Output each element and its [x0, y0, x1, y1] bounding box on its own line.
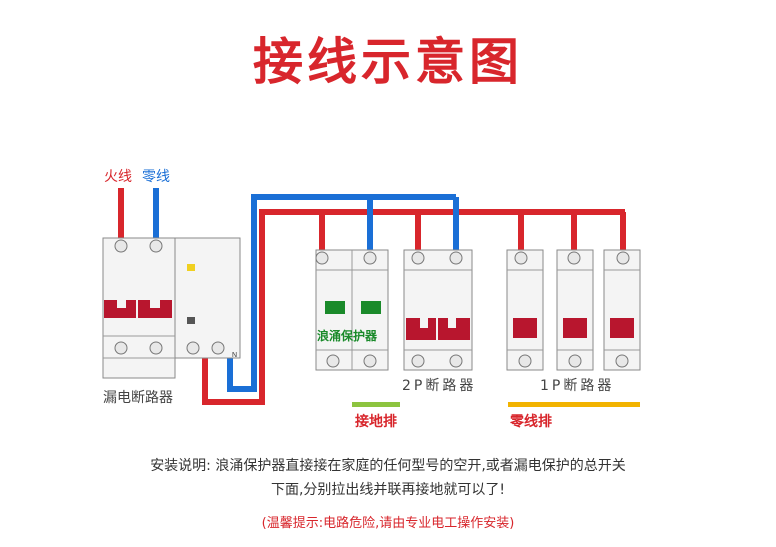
surge-protector — [315, 249, 389, 371]
neutral-wire-label: 零线 — [142, 169, 170, 185]
breaker-handle — [406, 318, 436, 340]
terminal-screw — [616, 251, 630, 265]
breaker-1p-group — [506, 249, 641, 371]
live-wire-label: 火线 — [104, 169, 132, 185]
terminal-screw — [567, 251, 581, 265]
rcd-neutral-output-wire — [227, 194, 456, 392]
terminal-screw — [449, 251, 463, 265]
terminal-screw — [363, 354, 377, 368]
neutral-wires — [153, 188, 459, 392]
rcd-breaker: N — [102, 237, 241, 379]
rcd-indicator — [187, 264, 195, 271]
neutral-bar-label: 零线排 — [509, 413, 552, 430]
terminal-screw — [315, 251, 329, 265]
breaker-handle — [104, 300, 136, 318]
neutral-bar — [508, 402, 640, 407]
terminal-screw — [518, 354, 532, 368]
description-line-2: 下面,分别拉出线并联再接地就可以了! — [270, 482, 506, 498]
live-wires — [118, 188, 626, 405]
breaker-1p-label: 1P断路器 — [540, 378, 614, 394]
terminal-screw — [326, 354, 340, 368]
terminal-screw — [411, 354, 425, 368]
rcd-live-output-wire — [202, 209, 625, 405]
breaker-handle — [563, 318, 587, 338]
terminal-screw — [149, 341, 163, 355]
terminal-screw — [211, 341, 225, 355]
terminal-screw — [568, 354, 582, 368]
safety-warning: (温馨提示:电路危险,请由专业电工操作安装) — [261, 516, 515, 531]
terminal-screw — [449, 354, 463, 368]
terminal-screw — [615, 354, 629, 368]
description-line-1: 安装说明: 浪涌保护器直接接在家庭的任何型号的空开,或者漏电保护的总开关 — [150, 458, 626, 474]
terminal-screw — [149, 239, 163, 253]
breaker-handle — [438, 318, 470, 340]
breaker-2p — [403, 249, 473, 371]
terminal-screw — [114, 341, 128, 355]
spd-window — [361, 301, 381, 314]
breaker-handle — [513, 318, 537, 338]
terminal-screw — [363, 251, 377, 265]
spd-window — [325, 301, 345, 314]
terminal-screw — [186, 341, 200, 355]
rcd-terminal-n-label: N — [232, 352, 237, 359]
ground-bar — [352, 402, 400, 407]
breaker-1p — [603, 249, 641, 371]
terminal-screw — [114, 239, 128, 253]
breaker-1p — [506, 249, 544, 371]
page-title: 接线示意图 — [253, 33, 523, 91]
surge-protector-label: 浪涌保护器 — [317, 328, 378, 343]
rcd-test-button — [187, 317, 195, 324]
terminal-screw — [514, 251, 528, 265]
breaker-2p-label: 2P断路器 — [402, 378, 476, 394]
terminal-screw — [411, 251, 425, 265]
breaker-1p — [556, 249, 594, 371]
breaker-handle — [610, 318, 634, 338]
ground-bar-label: 接地排 — [355, 413, 397, 430]
breaker-handle — [138, 300, 172, 318]
rcd-breaker-label: 漏电断路器 — [103, 390, 173, 406]
